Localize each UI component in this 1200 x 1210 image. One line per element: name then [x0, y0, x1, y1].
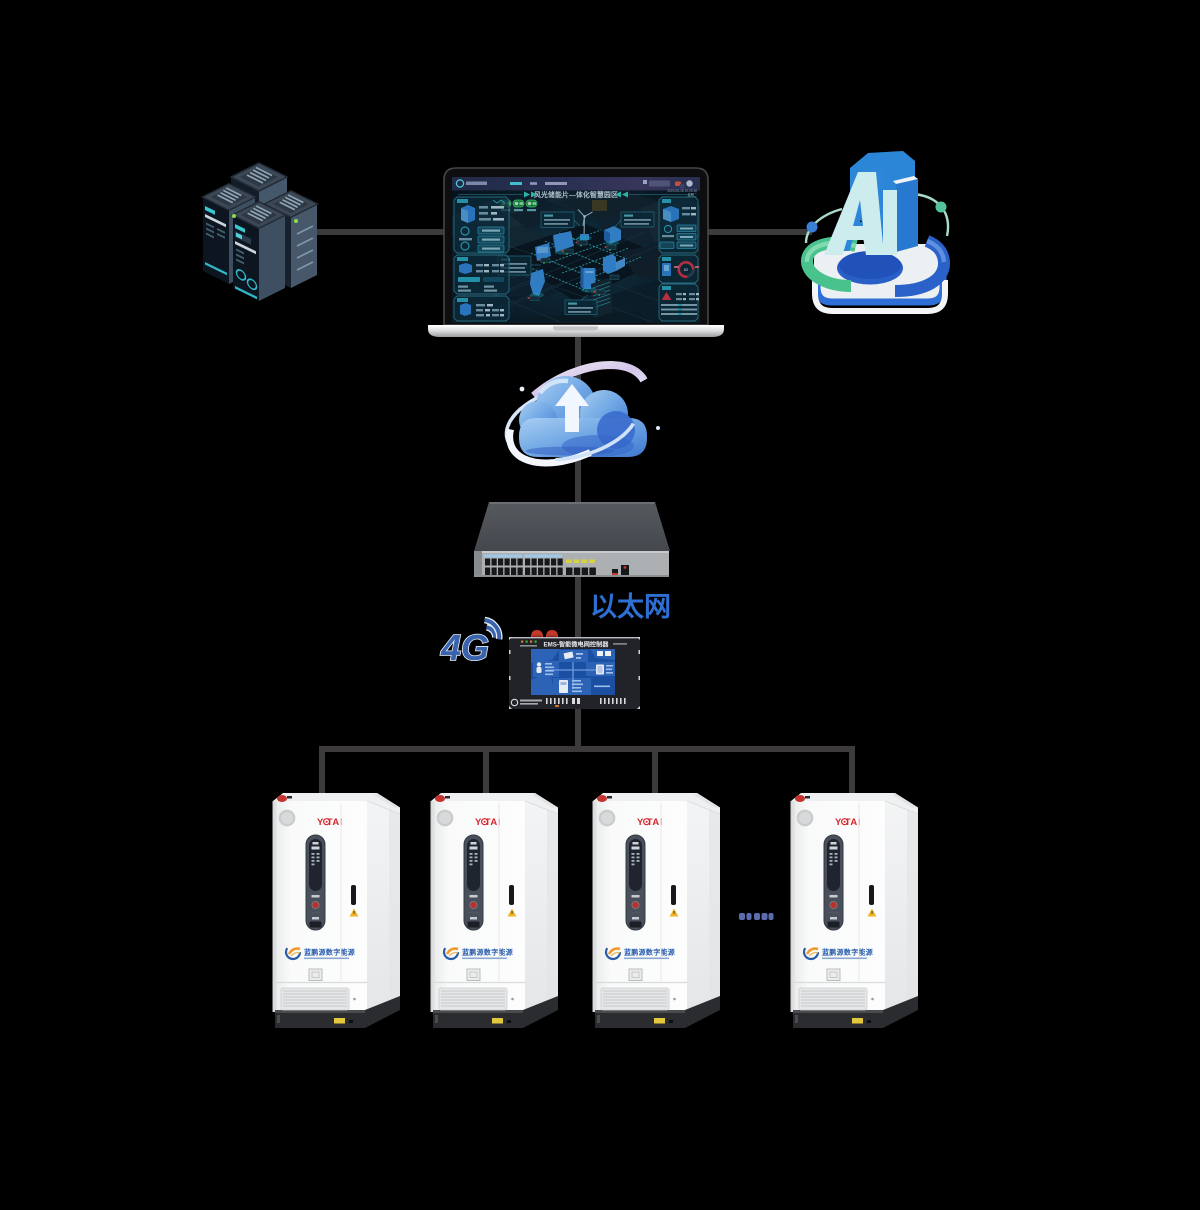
svg-text:EMS-智能微电网控制器: EMS-智能微电网控制器: [544, 641, 610, 649]
svg-text:以太网: 以太网: [590, 592, 671, 622]
svg-text:4G: 4G: [440, 627, 489, 668]
svg-text:星期二: 星期二: [687, 192, 697, 197]
svg-text:2024-06-18 10:25:36: 2024-06-18 10:25:36: [667, 189, 697, 193]
svg-text:风光储能片—体化智慧园区: 风光储能片—体化智慧园区: [534, 190, 618, 199]
svg-text:82: 82: [684, 267, 689, 272]
